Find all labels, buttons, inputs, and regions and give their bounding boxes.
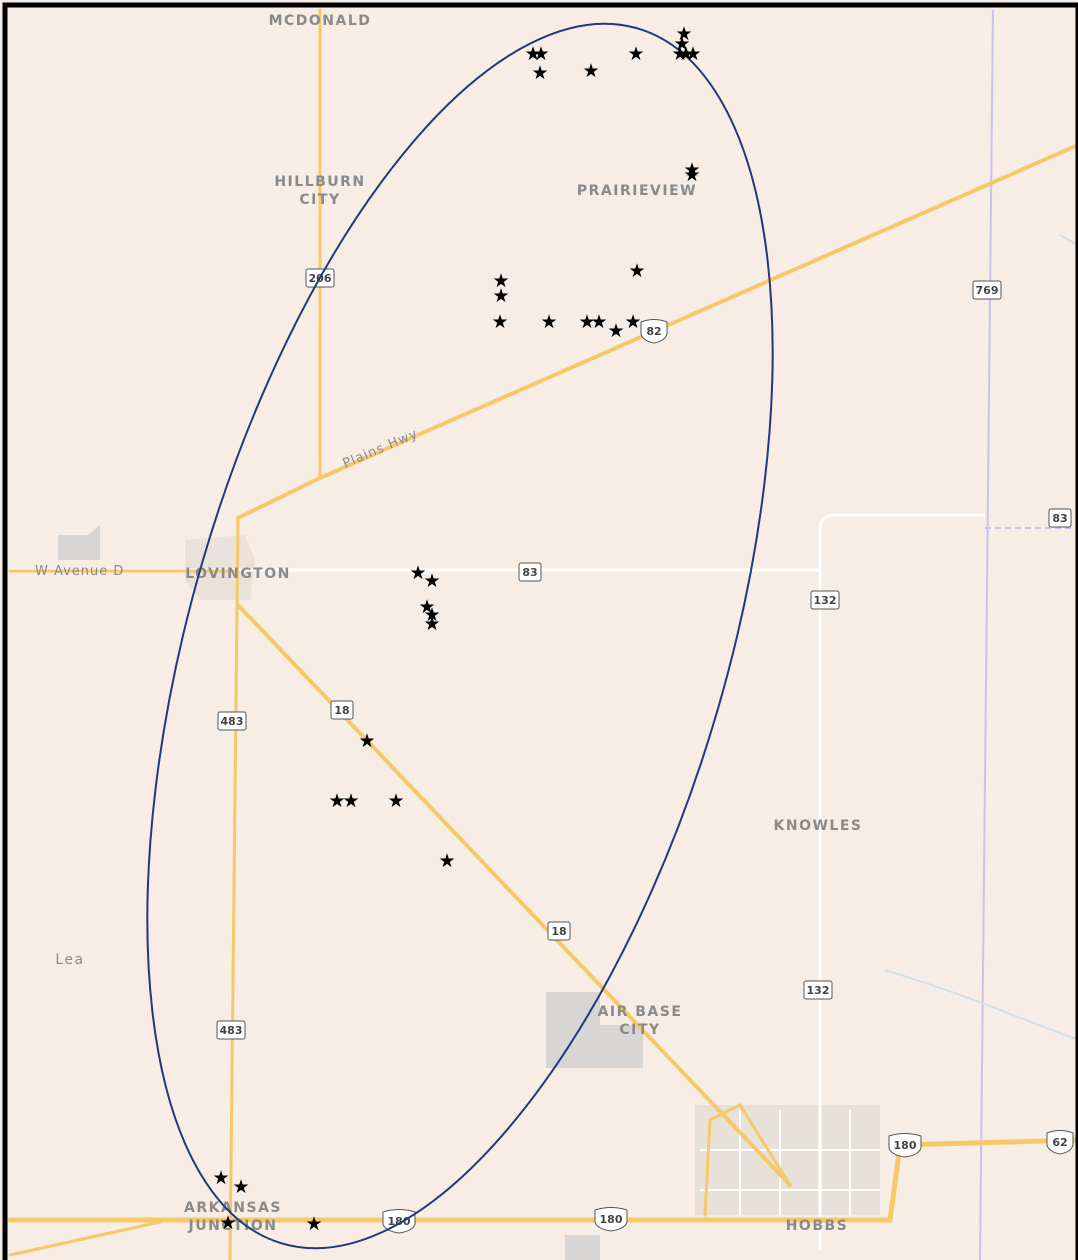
shield-769: 769 xyxy=(972,280,1002,300)
boundary-line xyxy=(979,9,994,1260)
place-label-lovington: LOVINGTON xyxy=(185,566,291,582)
place-label-knowles: KNOWLES xyxy=(774,818,863,834)
star-marker: ★ xyxy=(232,1176,249,1198)
star-marker: ★ xyxy=(342,790,359,812)
shield-483b: 483 xyxy=(216,1020,246,1040)
star-marker: ★ xyxy=(423,613,440,635)
star-marker: ★ xyxy=(683,159,700,181)
star-marker: ★ xyxy=(590,311,607,333)
shield-132b: 132 xyxy=(803,980,833,1000)
svg-text:62: 62 xyxy=(1052,1136,1067,1149)
star-marker: ★ xyxy=(305,1213,322,1235)
shield-132a: 132 xyxy=(810,590,840,610)
shield-180c: 180 xyxy=(888,1133,922,1158)
star-marker: ★ xyxy=(532,43,549,65)
place-label-hobbs: HOBBS xyxy=(786,1218,849,1234)
star-marker: ★ xyxy=(212,1167,229,1189)
star-marker: ★ xyxy=(578,311,595,333)
hwy-483 xyxy=(228,516,240,1260)
star-marker: ★ xyxy=(677,43,694,65)
star-marker: ★ xyxy=(492,285,509,307)
svg-text:132: 132 xyxy=(807,984,830,997)
star-marker: ★ xyxy=(418,596,435,618)
svg-text:132: 132 xyxy=(814,594,837,607)
road-label-w-avenue-d: W Avenue D xyxy=(35,564,124,579)
highways xyxy=(7,8,1078,1260)
hwy-62-south xyxy=(8,1220,162,1257)
svg-text:180: 180 xyxy=(894,1139,917,1152)
star-marker: ★ xyxy=(423,604,440,626)
star-marker: ★ xyxy=(673,33,690,55)
shield-83a: 83 xyxy=(518,562,542,582)
star-marker: ★ xyxy=(409,562,426,584)
star-marker: ★ xyxy=(582,60,599,82)
place-label-lea: Lea xyxy=(55,952,84,968)
star-marker: ★ xyxy=(358,730,375,752)
star-marker: ★ xyxy=(607,320,624,342)
highlight-ellipse xyxy=(146,22,774,1250)
hobbs-bypass xyxy=(703,1103,792,1217)
svg-text:83: 83 xyxy=(522,566,537,579)
place-label-prairieview: PRAIRIEVIEW xyxy=(577,183,697,199)
star-marker: ★ xyxy=(423,570,440,592)
svg-text:180: 180 xyxy=(388,1215,411,1228)
hwy-180 xyxy=(7,1137,1078,1223)
shield-83b: 83 xyxy=(1048,508,1072,528)
svg-text:483: 483 xyxy=(221,715,244,728)
svg-text:769: 769 xyxy=(976,284,999,297)
place-label-mcdonald: MCDONALD xyxy=(269,13,372,29)
star-marker: ★ xyxy=(492,270,509,292)
svg-text:180: 180 xyxy=(600,1213,623,1226)
shield-82: 82 xyxy=(640,319,668,344)
star-marker: ★ xyxy=(628,260,645,282)
hwy-18 xyxy=(236,603,792,1187)
shield-483a: 483 xyxy=(217,711,247,731)
star-marker: ★ xyxy=(683,164,700,186)
star-marker: ★ xyxy=(491,311,508,333)
star-marker: ★ xyxy=(671,43,688,65)
svg-text:82: 82 xyxy=(646,325,661,338)
star-marker: ★ xyxy=(219,1212,236,1234)
svg-text:18: 18 xyxy=(334,704,349,717)
star-marker: ★ xyxy=(675,23,692,45)
well-markers: ★★★★★★★★★★★★★★★★★★★★★★★★★★★★★★★★★★★ xyxy=(212,23,701,1235)
shield-18b: 18 xyxy=(547,921,571,941)
svg-text:483: 483 xyxy=(220,1024,243,1037)
star-marker: ★ xyxy=(524,43,541,65)
shield-62: 62 xyxy=(1046,1130,1074,1155)
shield-18a: 18 xyxy=(330,700,354,720)
star-marker: ★ xyxy=(328,790,345,812)
star-marker: ★ xyxy=(540,311,557,333)
star-marker: ★ xyxy=(387,790,404,812)
shield-180b: 180 xyxy=(594,1207,628,1232)
plains-hwy xyxy=(236,143,1078,520)
svg-text:18: 18 xyxy=(551,925,566,938)
star-marker: ★ xyxy=(624,311,641,333)
star-marker: ★ xyxy=(684,43,701,65)
star-marker: ★ xyxy=(627,43,644,65)
svg-text:83: 83 xyxy=(1052,512,1067,525)
star-marker: ★ xyxy=(438,850,455,872)
star-marker: ★ xyxy=(531,62,548,84)
